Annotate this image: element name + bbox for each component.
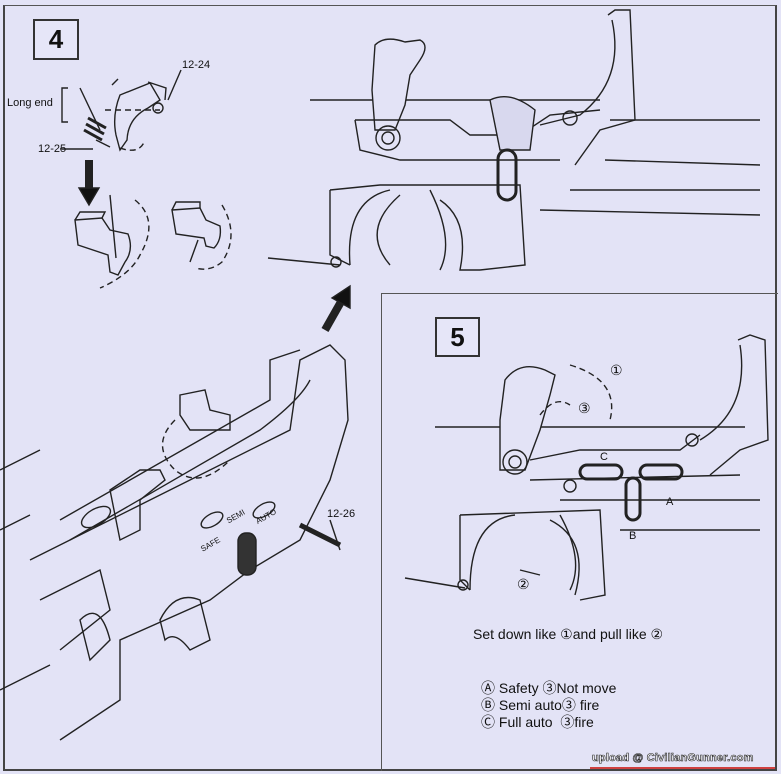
receiver-side-view-5 — [404, 334, 769, 601]
watermark: upload @ CivilianGunner.com — [592, 752, 754, 765]
step-4-badge: 4 — [33, 19, 79, 60]
page-frame — [3, 5, 777, 771]
hammer-assembly-2 — [171, 201, 232, 270]
callout-2: ② — [517, 576, 530, 592]
hammer-spring-detail — [61, 78, 167, 152]
legend-semi-auto: Ⓑ Semi auto③ fire — [481, 697, 600, 713]
label-long-end: Long end — [7, 97, 53, 109]
hammer-assembly-1 — [74, 194, 150, 289]
label-part-12-26: 12-26 — [327, 508, 356, 520]
callout-1: ① — [610, 362, 623, 378]
label-part-12-25: 12-25 — [38, 143, 67, 155]
step5-panel — [381, 293, 778, 771]
step5-instruction: Set down like ①and pull like ② — [473, 626, 664, 642]
watermark-underline — [590, 767, 775, 769]
receiver-side-view-4 — [267, 9, 761, 271]
label-part-12-24: 12-24 — [182, 59, 211, 71]
legend-safety: Ⓐ Safety ③Not move — [481, 680, 617, 696]
step-5-badge: 5 — [435, 317, 480, 357]
legend-full-auto: Ⓒ Full auto ③fire — [481, 714, 594, 730]
receiver-isometric-view — [0, 344, 349, 741]
callout-3: ③ — [578, 400, 591, 416]
callout-c: C — [600, 451, 608, 463]
callout-a: A — [666, 496, 674, 508]
callout-b: B — [629, 530, 637, 542]
